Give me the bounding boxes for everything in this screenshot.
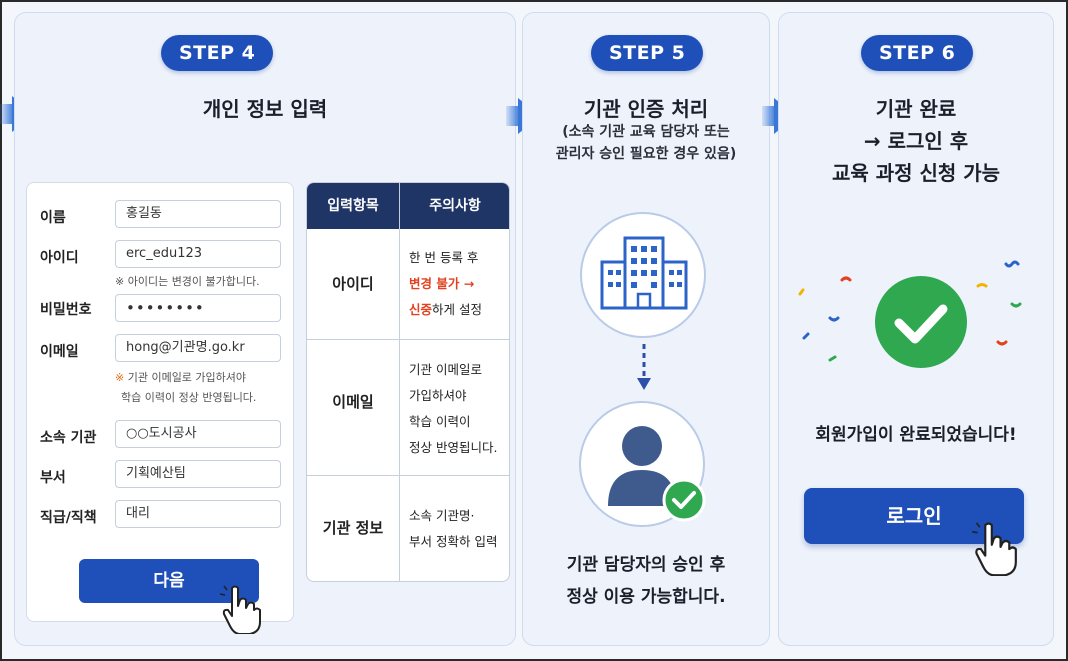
user-check-icon	[579, 401, 706, 527]
step5-badge: STEP 5	[591, 35, 704, 71]
email-note-line2: 학습 이력이 정상 반영됩니다.	[121, 391, 257, 404]
building-icon	[580, 212, 706, 338]
email-input[interactable]: hong@기관명.go.kr	[115, 334, 281, 362]
next-button[interactable]: 다음	[79, 559, 259, 603]
step5-subtitle-line2: 관리자 승인 필요한 경우 있음)	[555, 146, 737, 162]
email-note: ※ 기관 이메일로 가입하셔야	[115, 369, 246, 385]
row1-note-line2: 변경 불가 →	[409, 276, 475, 291]
table-row1-item: 아이디	[332, 275, 374, 293]
table-row2-item: 이메일	[332, 393, 374, 411]
name-label: 이름	[40, 210, 66, 226]
step5-caption-line2: 정상 이용 가능합니다.	[566, 587, 726, 607]
table-header-note: 주의사항	[429, 198, 481, 214]
row3-note-line1: 소속 기관명·	[409, 508, 475, 523]
step6-title-line1: 기관 완료	[875, 97, 957, 121]
hand-cursor-icon	[219, 585, 261, 634]
password-input[interactable]: ••••••••	[115, 294, 281, 322]
id-note: ※ 아이디는 변경이 불가합니다.	[115, 275, 260, 288]
arrow-tail-left	[0, 104, 14, 124]
step5-subtitle-line1: (소속 기관 교육 담당자 또는	[562, 124, 730, 140]
table-row2-note: 기관 이메일로 가입하셔야 학습 이력이 정상 반영됩니다.	[409, 357, 509, 461]
dept-input[interactable]: 기획예산팀	[115, 460, 281, 488]
name-input[interactable]: 홍길동	[115, 200, 281, 228]
rank-input[interactable]: 대리	[115, 500, 281, 528]
step4-title: 개인 정보 입력	[202, 97, 328, 121]
arrow-tail-4-5	[506, 106, 520, 126]
arrow-down-icon	[637, 344, 651, 390]
id-label: 아이디	[40, 250, 79, 266]
row1-note-rest: 하게 설정	[432, 302, 482, 317]
row1-note-line3: 신중하게 설정	[409, 297, 509, 323]
signup-complete-text: 회원가입이 완료되었습니다!	[815, 425, 1017, 445]
org-input[interactable]: ○○도시공사	[115, 420, 281, 448]
row3-note-line2: 부서 정확하 입력	[409, 534, 498, 549]
check-circle-icon	[798, 260, 1022, 368]
hand-cursor-icon	[972, 522, 1017, 576]
row2-note-line3: 학습 이력이	[409, 414, 471, 429]
notice-table: 입력항목 주의사항 아이디 한 번 등록 후 변경 불가 → 신중하게 설정 이…	[306, 182, 510, 582]
id-input[interactable]: erc_edu123	[115, 240, 281, 268]
password-label: 비밀번호	[40, 302, 92, 318]
row2-note-line1: 기관 이메일로	[409, 362, 482, 377]
arrow-tail-5-6	[762, 106, 776, 126]
row1-note-line1: 한 번 등록 후	[409, 250, 479, 265]
email-label: 이메일	[40, 344, 79, 360]
signup-form: 이름 홍길동 아이디 erc_edu123 ※ 아이디는 변경이 불가합니다. …	[26, 182, 294, 622]
table-row3-item: 기관 정보	[322, 519, 384, 537]
step5-caption-line1: 기관 담당자의 승인 후	[566, 555, 726, 575]
step5-title: 기관 인증 처리	[583, 97, 709, 121]
table-header-item: 입력항목	[327, 198, 379, 214]
table-row-divider	[307, 339, 509, 340]
row2-note-line2: 가입하셔야	[409, 388, 467, 403]
row1-note-highlight: 신중	[409, 302, 433, 317]
table-header	[307, 183, 509, 229]
rank-label: 직급/직책	[40, 510, 97, 526]
table-divider	[399, 183, 400, 581]
table-row-divider	[307, 475, 509, 476]
step4-badge: STEP 4	[161, 35, 274, 71]
dept-label: 부서	[40, 470, 66, 486]
org-label: 소속 기관	[40, 430, 97, 446]
table-row1-note: 한 번 등록 후 변경 불가 → 신중하게 설정	[409, 245, 509, 323]
step6-title-line3: 교육 과정 신청 가능	[831, 161, 1001, 185]
step6-title-line2: → 로그인 후	[863, 129, 969, 153]
email-note-line1: 기관 이메일로 가입하셔야	[124, 371, 247, 384]
table-row3-note: 소속 기관명· 부서 정확하 입력	[409, 503, 509, 555]
step6-badge: STEP 6	[861, 35, 974, 71]
row2-note-line4: 정상 반영됩니다.	[409, 440, 498, 455]
email-note-mark: ※	[115, 371, 125, 384]
